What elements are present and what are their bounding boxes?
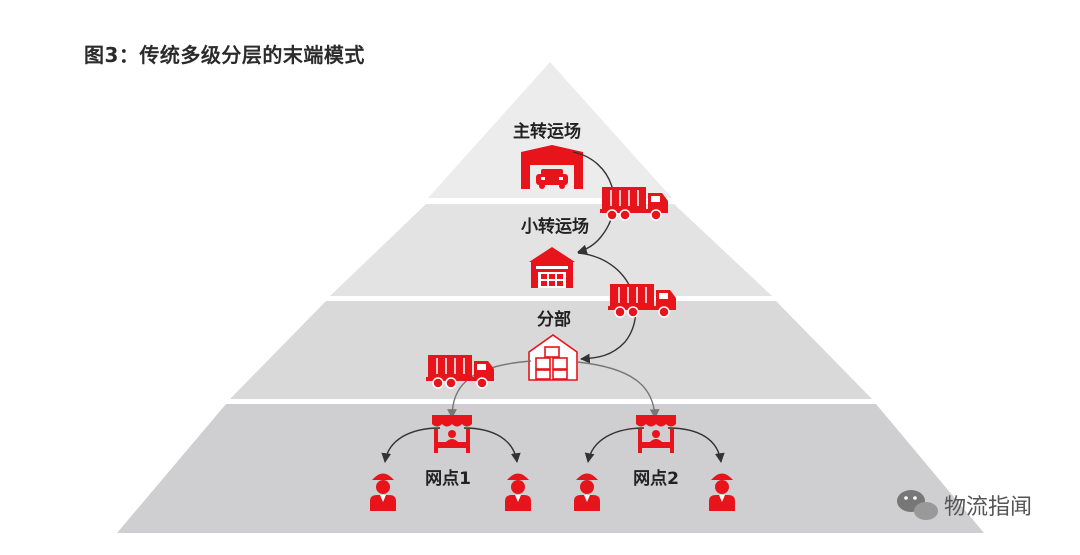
dispatch-arrow-outlet-1-left: [381, 427, 441, 463]
dispatch-arrow-outlet-2-left: [584, 427, 645, 463]
building-icon: [529, 247, 575, 288]
figure-title: 图3：传统多级分层的末端模式: [84, 43, 365, 67]
flow-arrow-small-to-branch: [577, 252, 637, 364]
small-hub-label: 小转运场: [521, 216, 589, 237]
outlet-1-label: 网点1: [425, 468, 471, 489]
pyramid-tier-top: [428, 62, 672, 198]
flow-arrow-branch-to-outlet-2: [576, 361, 660, 419]
wechat-icon: [897, 490, 938, 520]
package-house-icon: [528, 334, 578, 381]
dispatch-arrow-outlet-1-right: [463, 427, 521, 463]
store-icon: [432, 415, 472, 453]
flow-arrow-main-to-small: [572, 151, 615, 255]
pyramid-tier-base: [117, 404, 984, 533]
dispatch-arrow-outlet-2-right: [667, 427, 725, 463]
outlet-2-label: 网点2: [633, 468, 679, 489]
main-hub-label: 主转运场: [513, 121, 581, 142]
store-icon: [636, 415, 676, 453]
watermark-text: 物流指闻: [944, 495, 1032, 520]
branch-label: 分部: [537, 309, 571, 330]
warehouse-icon: [521, 145, 583, 189]
